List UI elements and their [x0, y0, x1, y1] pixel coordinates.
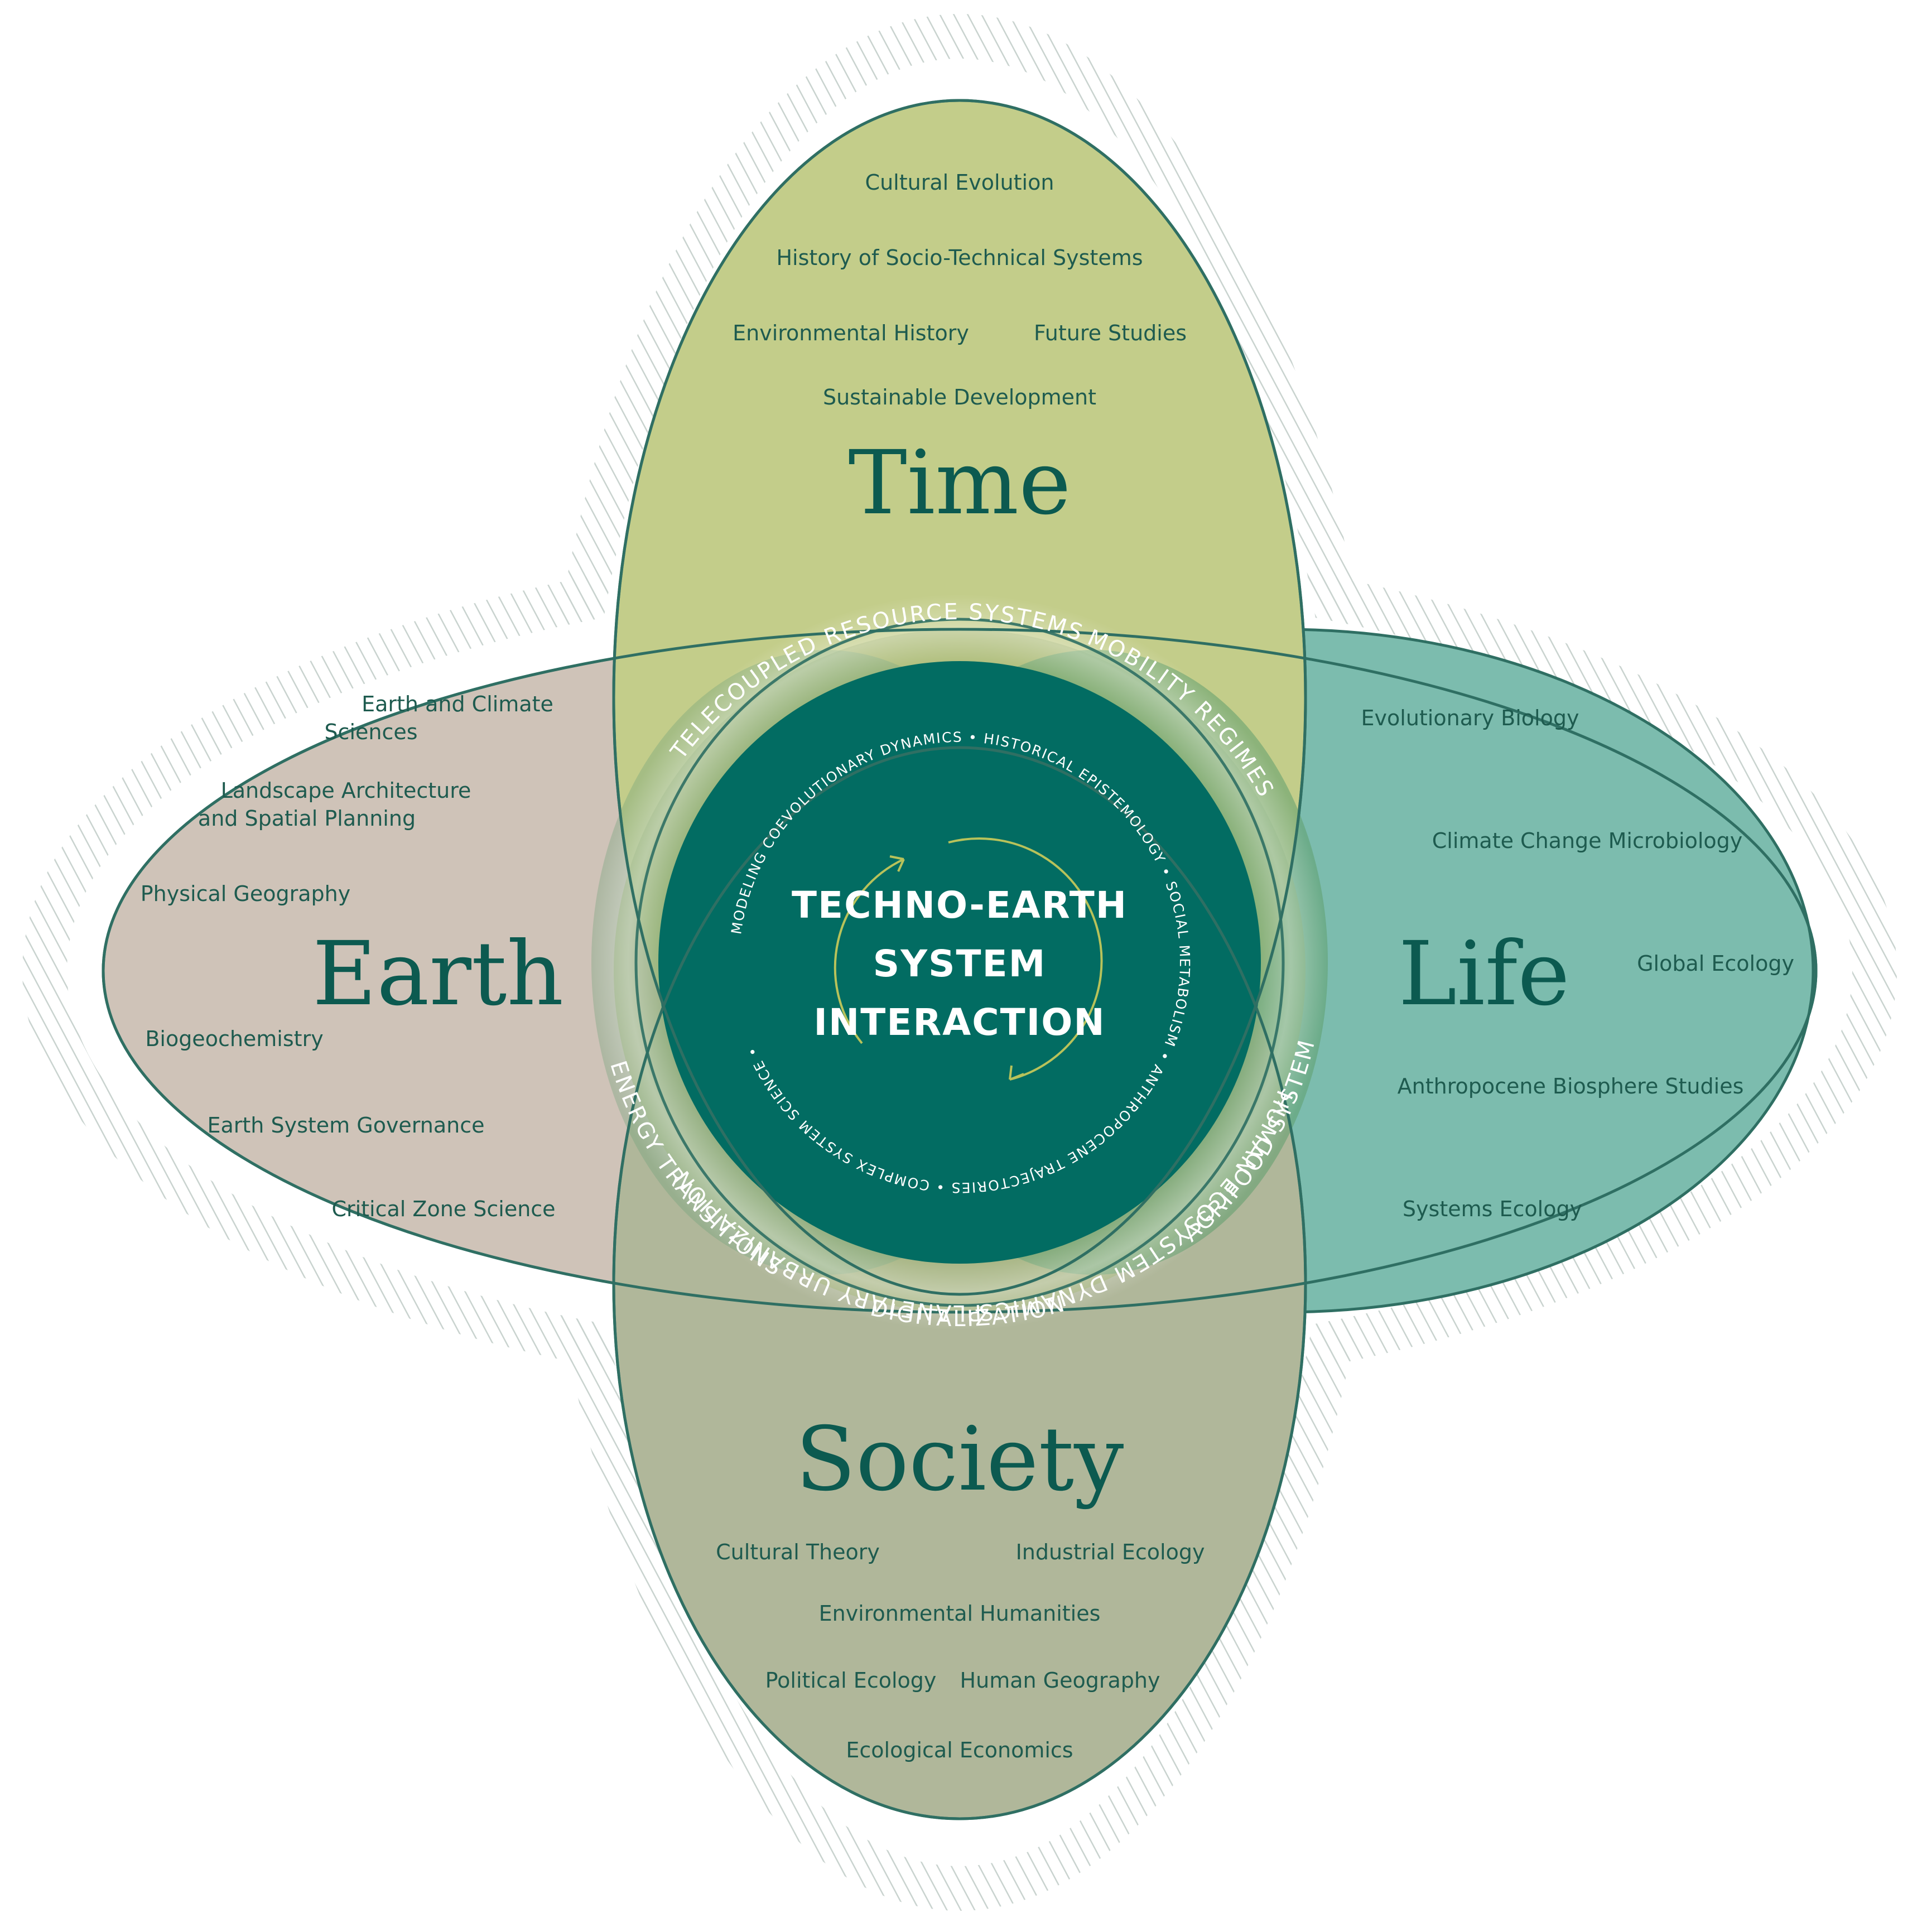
- time-title: Time: [848, 432, 1071, 534]
- time-domain: Time Cultural Evolution History of Socio…: [733, 170, 1187, 534]
- life-topic-evolutionary-biology: Evolutionary Biology: [1361, 706, 1579, 730]
- earth-title: Earth: [312, 923, 563, 1025]
- life-topic-systems-ecology: Systems Ecology: [1403, 1197, 1582, 1221]
- time-topic-environmental-history: Environmental History: [733, 321, 969, 345]
- outline-curves: [102, 99, 1818, 1820]
- life-topic-microbiology: Climate Change Microbiology: [1432, 828, 1743, 853]
- earth-domain: Earth Earth and Climate Sciences Landsca…: [141, 692, 563, 1221]
- earth-topic-earth-climate-1: Earth and Climate: [362, 692, 553, 716]
- society-topic-ecological-economics: Ecological Economics: [846, 1738, 1073, 1762]
- life-title: Life: [1398, 923, 1569, 1025]
- life-topic-anthropocene-biosphere: Anthropocene Biosphere Studies: [1398, 1074, 1744, 1099]
- society-topic-political-ecology: Political Ecology: [765, 1668, 937, 1693]
- society-title: Society: [796, 1408, 1124, 1511]
- core-title-line1: TECHNO-EARTH: [792, 884, 1128, 927]
- life-domain: Life Evolutionary Biology Climate Change…: [1361, 706, 1794, 1221]
- earth-topic-physical-geography: Physical Geography: [141, 881, 350, 906]
- time-topic-future-studies: Future Studies: [1034, 321, 1187, 345]
- earth-topic-earth-climate-2: Sciences: [324, 720, 417, 744]
- society-topic-environmental-humanities: Environmental Humanities: [819, 1601, 1101, 1626]
- society-topic-human-geography: Human Geography: [960, 1668, 1160, 1693]
- society-topic-cultural-theory: Cultural Theory: [716, 1540, 880, 1564]
- earth-topic-earth-governance: Earth System Governance: [207, 1113, 484, 1138]
- earth-topic-landscape-2: and Spatial Planning: [198, 806, 416, 831]
- time-topic-history-sociotech: History of Socio-Technical Systems: [776, 245, 1143, 270]
- society-domain: Society Cultural Theory Industrial Ecolo…: [716, 1408, 1205, 1762]
- life-topic-global-ecology: Global Ecology: [1637, 951, 1794, 976]
- core-circle: [658, 661, 1261, 1264]
- society-topic-industrial-ecology: Industrial Ecology: [1016, 1540, 1205, 1564]
- time-topic-sustainable-development: Sustainable Development: [823, 385, 1096, 409]
- earth-topic-landscape-1: Landscape Architecture: [221, 778, 471, 803]
- core-title-line2: SYSTEM: [873, 942, 1047, 985]
- core-title-line3: INTERACTION: [813, 1001, 1105, 1044]
- earth-topic-critical-zone: Critical Zone Science: [331, 1197, 555, 1221]
- time-topic-cultural-evolution: Cultural Evolution: [865, 170, 1054, 195]
- cycle-arrows-icon: [834, 837, 1103, 1081]
- earth-topic-biogeochemistry: Biogeochemistry: [145, 1027, 323, 1051]
